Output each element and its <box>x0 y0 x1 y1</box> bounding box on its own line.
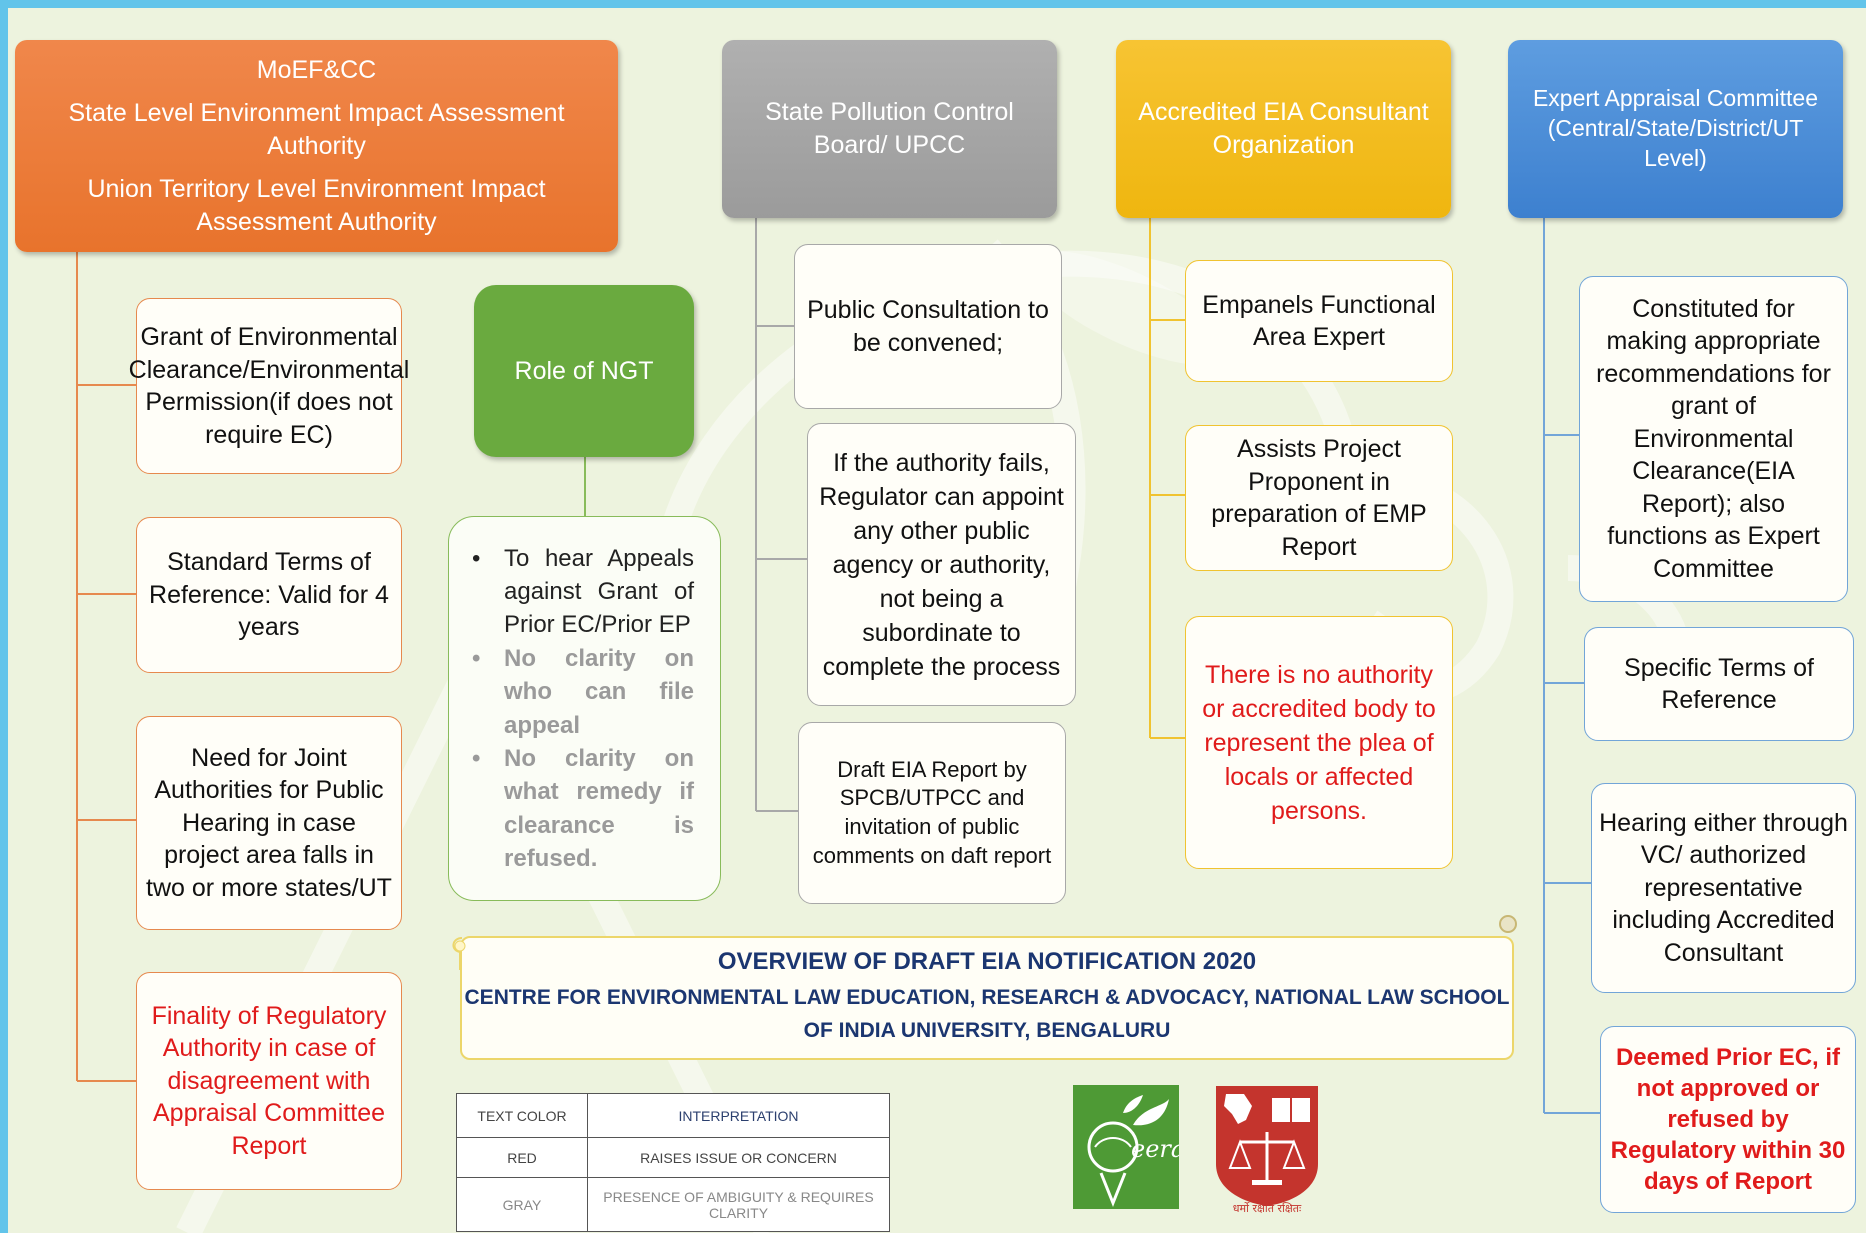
ceera-logo: eera <box>1073 1085 1179 1209</box>
ceera-logo-text: eera <box>1131 1135 1179 1163</box>
ngt-point-ambiguous: No clarity on what remedy if clearance i… <box>449 742 694 875</box>
expert-item: Hearing either through VC/ authorized re… <box>1591 783 1856 993</box>
accredited-header: Accredited EIA Consultant Organization <box>1116 40 1451 218</box>
ngt-points: To hear Appeals against Grant of Prior E… <box>448 516 721 901</box>
legend-header-color: TEXT COLOR <box>456 1093 588 1138</box>
spcb-header: State Pollution Control Board/ UPCC <box>722 40 1057 218</box>
connector-lines <box>76 218 1600 1114</box>
moef-item-concern: Finality of Regulatory Authority in case… <box>136 972 402 1190</box>
legend-gray-label: GRAY <box>456 1177 588 1232</box>
spcb-item: If the authority fails, Regulator can ap… <box>807 423 1076 706</box>
accredited-item: Assists Project Proponent in preparation… <box>1185 425 1453 571</box>
banner-subtitle: CENTRE FOR ENVIRONMENTAL LAW EDUCATION, … <box>464 986 1510 1042</box>
accredited-item-concern: There is no authority or accredited body… <box>1185 616 1453 869</box>
slide-canvas: MoEF&CC State Level Environment Impact A… <box>8 8 1866 1233</box>
spcb-item: Public Consultation to be convened; <box>794 244 1062 409</box>
scroll-curl-right <box>1499 915 1517 933</box>
title-banner: OVERVIEW OF DRAFT EIA NOTIFICATION 2020 … <box>460 936 1514 1060</box>
expert-header: Expert Appraisal Committee (Central/Stat… <box>1508 40 1843 218</box>
ngt-point: To hear Appeals against Grant of Prior E… <box>449 542 694 642</box>
moef-header: MoEF&CC State Level Environment Impact A… <box>15 40 618 252</box>
legend-gray-meaning: PRESENCE OF AMBIGUITY & REQUIRES CLARITY <box>587 1177 890 1232</box>
legend-red-label: RED <box>456 1137 588 1178</box>
nlsiu-motto: धर्मो रक्षति रक्षितः <box>1233 1202 1302 1215</box>
banner-title: OVERVIEW OF DRAFT EIA NOTIFICATION 2020 <box>717 948 1257 976</box>
spcb-item: Draft EIA Report by SPCB/UTPCC and invit… <box>798 722 1066 904</box>
expert-item: Specific Terms of Reference <box>1584 627 1854 741</box>
scroll-curl-left <box>452 937 466 970</box>
ngt-title: Role of NGT <box>474 285 694 457</box>
nlsiu-logo: धर्मो रक्षति रक्षितः <box>1216 1086 1318 1215</box>
ngt-point-ambiguous: No clarity on who can file appeal <box>449 642 694 742</box>
moef-item: Grant of Environmental Clearance/Environ… <box>129 298 409 474</box>
uteiaa-title: Union Territory Level Environment Impact… <box>87 174 546 236</box>
moef-title: MoEF&CC <box>256 55 377 84</box>
expert-item: Constituted for making appropriate recom… <box>1579 276 1848 602</box>
expert-item-concern: Deemed Prior EC, if not approved or refu… <box>1600 1026 1856 1213</box>
moef-item: Standard Terms of Reference: Valid for 4… <box>136 517 402 673</box>
legend-red-meaning: RAISES ISSUE OR CONCERN <box>587 1137 890 1178</box>
legend-header-interpretation: INTERPRETATION <box>587 1093 890 1138</box>
moef-item: Need for Joint Authorities for Public He… <box>136 716 402 930</box>
accredited-item: Empanels Functional Area Expert <box>1185 260 1453 382</box>
legend-table: TEXT COLOR INTERPRETATION RED RAISES ISS… <box>456 1093 890 1232</box>
seiaa-title: State Level Environment Impact Assessmen… <box>68 98 565 160</box>
